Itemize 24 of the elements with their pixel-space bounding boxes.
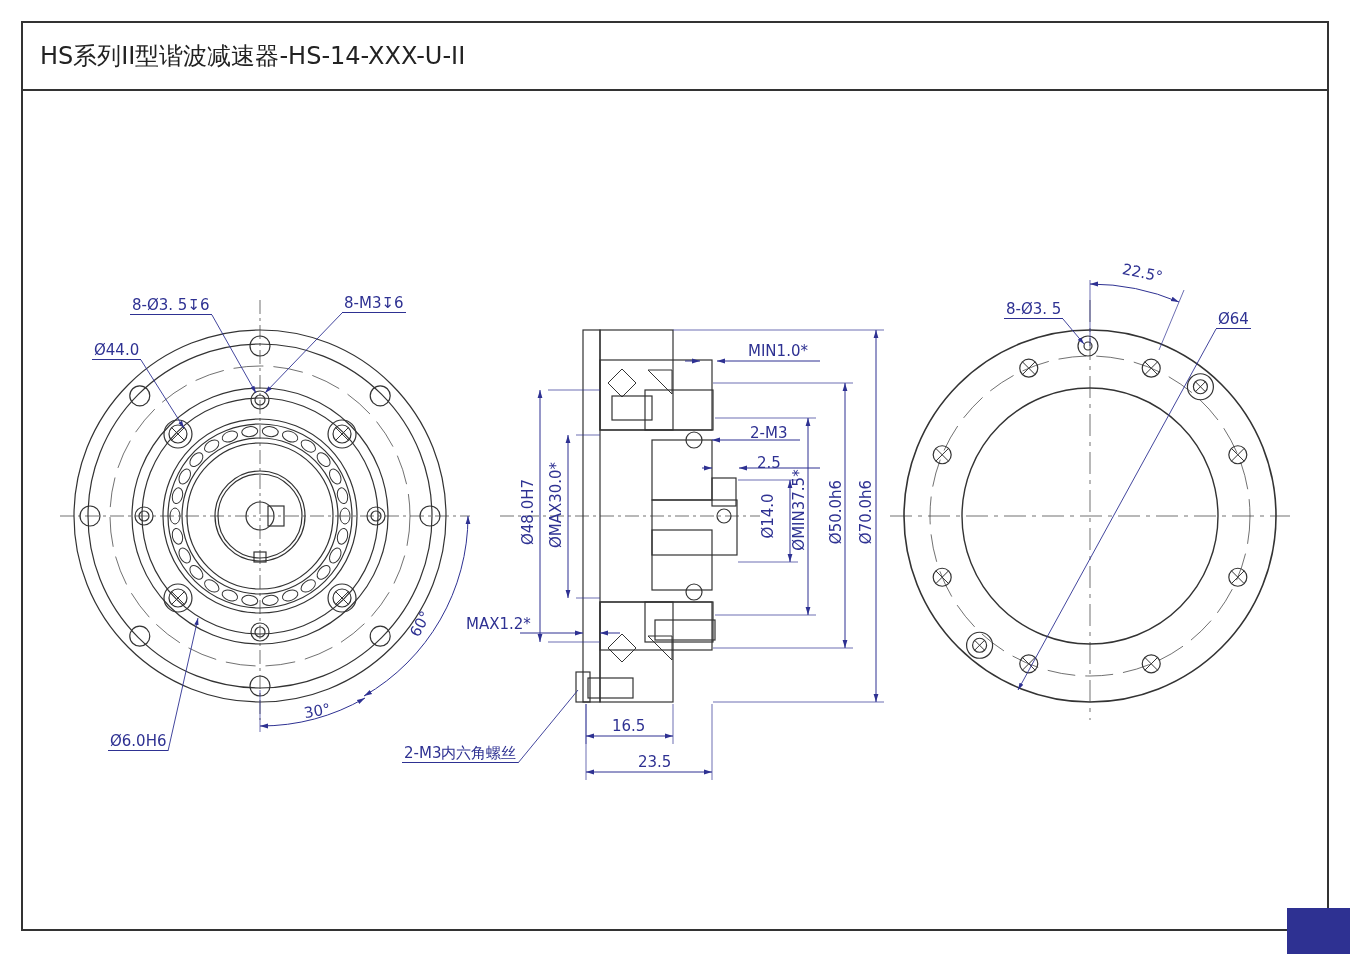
dimension-label: Ø70.0h6 <box>857 479 876 545</box>
dimension-label: Ø48.0H7 <box>519 479 537 545</box>
callout-label: 8-Ø3. 5↧6 <box>130 296 212 315</box>
callout-label: 8-Ø3. 5 <box>1004 300 1064 319</box>
leader-line <box>517 689 579 764</box>
dimension-label: 2.5 <box>757 454 781 472</box>
drawing-title: HS系列II型谐波减速器-HS-14-XXX-U-II <box>40 41 466 72</box>
dimension-label: ØMAX30.0* <box>547 461 566 549</box>
angle-label: 22.5° <box>1120 259 1165 287</box>
angle-label: 30° <box>302 699 332 723</box>
callout-label: Ø64 <box>1216 310 1251 329</box>
angle-label: 60° <box>405 608 434 640</box>
dimension-label: 23.5 <box>638 753 672 771</box>
dimension-label: MIN1.0* <box>748 342 808 360</box>
callout-label: 8-M3↧6 <box>342 294 406 313</box>
callout-label: Ø6.0H6 <box>108 732 169 751</box>
callout-label: 2-M3内六角螺丝 <box>402 744 519 763</box>
callout-label: Ø44.0 <box>92 341 142 360</box>
dimension-label: 2-M3 <box>750 424 788 442</box>
dimension-label: Ø14.0 <box>758 493 777 539</box>
dimension-label: ØMIN37.5* <box>789 469 808 551</box>
dimension-label: Ø50.0h6 <box>827 479 846 545</box>
dimension-label: 16.5 <box>612 717 646 735</box>
dimension-label: MAX1.2* <box>466 615 531 633</box>
